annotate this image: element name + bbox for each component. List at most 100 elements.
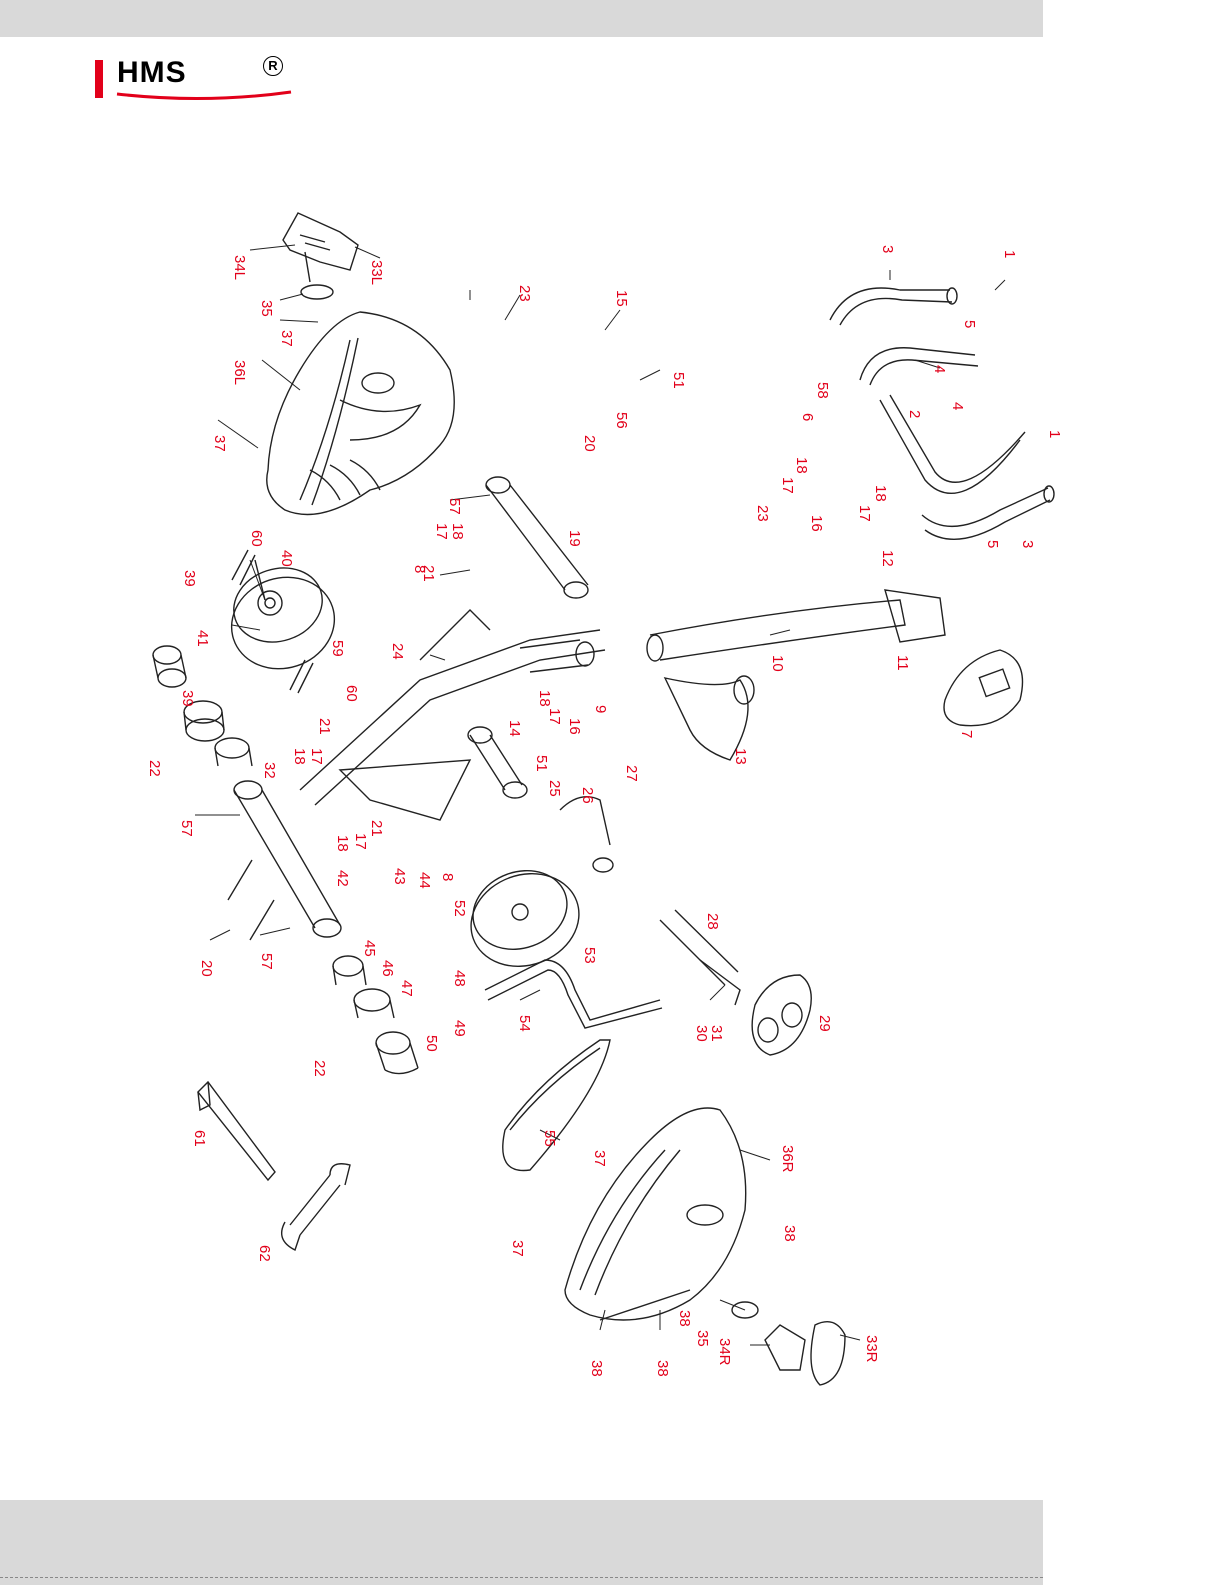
part-label-14: 14: [506, 720, 523, 737]
part-label-27: 27: [623, 765, 640, 782]
part-label-42: 42: [334, 870, 351, 887]
part-label-50: 50: [423, 1035, 440, 1052]
diagram-line-art: [153, 213, 1054, 1385]
seat-29: [752, 975, 811, 1055]
part-label-41: 41: [194, 630, 211, 647]
part-label-36R: 36R: [779, 1145, 796, 1173]
part-label-29: 29: [816, 1015, 833, 1032]
part-number-labels: 34L33L353736L376040394159603922573221171…: [146, 245, 1063, 1377]
part-label-18: 18: [536, 690, 553, 707]
part-label-17: 17: [546, 708, 563, 725]
foot-caps-22-top: [153, 646, 252, 766]
part-label-37: 37: [509, 1240, 526, 1257]
hex-key-61: [198, 1082, 275, 1180]
part-label-4: 4: [949, 402, 966, 410]
part-label-34L: 34L: [231, 255, 248, 280]
part-label-16: 16: [808, 515, 825, 532]
part-label-31: 31: [708, 1025, 725, 1042]
part-label-2: 2: [906, 410, 923, 418]
front-stabilizer-32: [228, 781, 341, 940]
part-label-60: 60: [248, 530, 265, 547]
part-label-30: 30: [693, 1025, 710, 1042]
part-label-23: 23: [754, 505, 771, 522]
part-label-58: 58: [814, 382, 831, 399]
part-label-57: 57: [258, 953, 275, 970]
part-label-13: 13: [732, 748, 749, 765]
part-label-18: 18: [334, 835, 351, 852]
part-label-5: 5: [961, 320, 978, 328]
right-cover-36R: [565, 1108, 746, 1320]
part-label-54: 54: [516, 1015, 533, 1032]
part-label-34R: 34R: [716, 1338, 733, 1366]
part-label-25: 25: [546, 780, 563, 797]
part-label-3: 3: [1019, 540, 1036, 548]
part-label-17: 17: [308, 748, 325, 765]
part-label-44: 44: [416, 872, 433, 889]
part-label-45: 45: [361, 940, 378, 957]
part-label-46: 46: [379, 960, 396, 977]
part-label-33R: 33R: [863, 1335, 880, 1363]
part-label-1: 1: [1046, 430, 1063, 438]
seat-post-28: [560, 797, 740, 1005]
part-label-59: 59: [329, 640, 346, 657]
part-label-17: 17: [779, 477, 796, 494]
part-label-17: 17: [433, 523, 450, 540]
part-label-5: 5: [984, 540, 1001, 548]
part-label-23: 23: [516, 285, 533, 302]
part-label-51: 51: [533, 755, 550, 772]
handlebar-post-10: [647, 590, 945, 661]
part-label-35: 35: [258, 300, 275, 317]
part-label-35: 35: [694, 1330, 711, 1347]
part-label-8: 8: [411, 565, 428, 573]
part-label-21: 21: [316, 718, 333, 735]
part-label-48: 48: [451, 970, 468, 987]
part-label-8: 8: [439, 873, 456, 881]
right-end-cap: [732, 1302, 845, 1385]
part-label-33L: 33L: [368, 260, 385, 285]
part-label-57: 57: [446, 498, 463, 515]
part-label-12: 12: [879, 550, 896, 567]
part-label-17: 17: [352, 833, 369, 850]
part-label-38: 38: [781, 1225, 798, 1242]
part-label-49: 49: [451, 1020, 468, 1037]
part-label-55: 55: [541, 1130, 558, 1147]
part-label-47: 47: [398, 980, 415, 997]
part-label-26: 26: [579, 787, 596, 804]
foot-caps-22-bottom: [333, 956, 418, 1074]
part-label-56: 56: [613, 412, 630, 429]
part-label-39: 39: [179, 690, 196, 707]
part-label-38: 38: [676, 1310, 693, 1327]
console-7: [944, 650, 1023, 726]
footer-bar: [0, 1500, 1043, 1585]
part-label-57: 57: [178, 820, 195, 837]
part-label-1: 1: [1001, 250, 1018, 258]
part-label-40: 40: [278, 550, 295, 567]
part-label-16: 16: [566, 718, 583, 735]
part-label-39: 39: [181, 570, 198, 587]
part-label-22: 22: [146, 760, 163, 777]
part-label-38: 38: [588, 1360, 605, 1377]
part-label-4: 4: [931, 365, 948, 373]
part-label-6: 6: [799, 413, 816, 421]
part-label-36L: 36L: [231, 360, 248, 385]
part-label-9: 9: [592, 705, 609, 713]
part-label-62: 62: [256, 1245, 273, 1262]
footer-dash-line: [0, 1577, 1043, 1578]
part-label-17: 17: [856, 505, 873, 522]
part-label-37: 37: [591, 1150, 608, 1167]
flywheel-41: [220, 550, 347, 693]
part-label-11: 11: [894, 655, 911, 671]
crank-54: [485, 960, 662, 1028]
part-label-37: 37: [211, 435, 228, 452]
part-label-52: 52: [451, 900, 468, 917]
part-label-21: 21: [368, 820, 385, 837]
part-label-61: 61: [191, 1130, 208, 1147]
part-label-18: 18: [793, 457, 810, 474]
part-label-22: 22: [311, 1060, 328, 1077]
part-label-60: 60: [343, 685, 360, 702]
left-end-cap: [283, 213, 358, 299]
part-label-53: 53: [581, 947, 598, 964]
part-label-38: 38: [654, 1360, 671, 1377]
part-label-3: 3: [879, 245, 896, 253]
